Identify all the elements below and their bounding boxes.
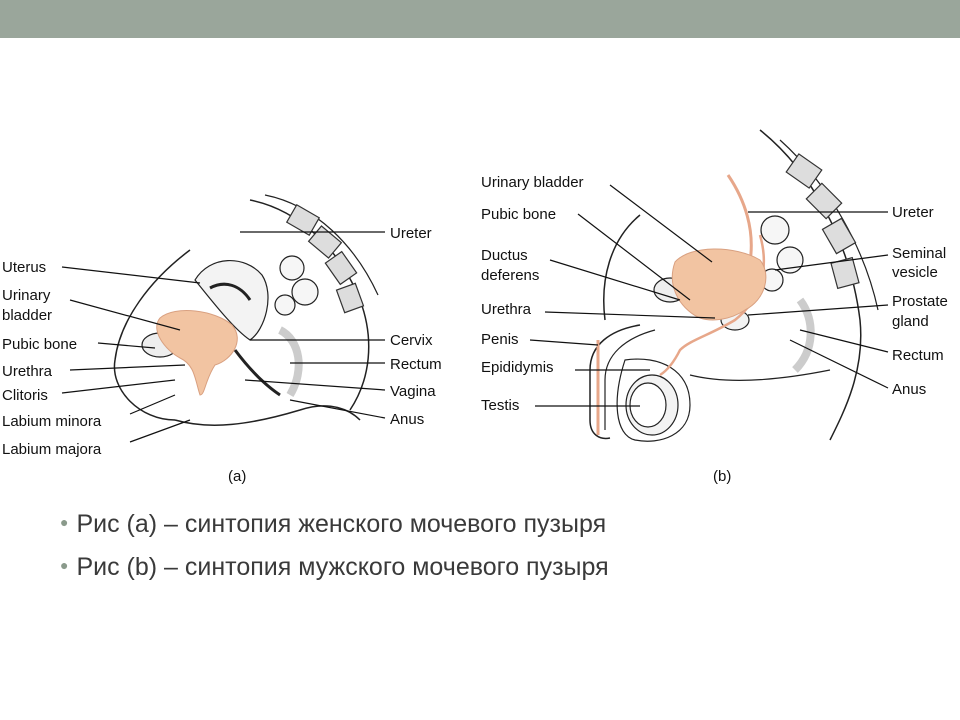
bullet-item-male: ● Рис (b) – синтопия мужского мочевого п… xyxy=(60,553,920,582)
label-b-urinary-bladder: Urinary bladder xyxy=(481,174,584,191)
label-a-vagina: Vagina xyxy=(390,383,436,400)
female-pelvis-illustration xyxy=(113,194,379,426)
label-b-urethra: Urethra xyxy=(481,301,532,318)
label-b-prostate-gland-2: gland xyxy=(892,313,929,330)
label-b-epididymis: Epididymis xyxy=(481,359,554,376)
label-a-cervix: Cervix xyxy=(390,332,433,349)
male-ureter xyxy=(726,174,753,263)
label-b-penis: Penis xyxy=(481,331,519,348)
label-a-urinary-bladder-1: Urinary xyxy=(2,287,51,304)
bullet-icon: ● xyxy=(60,557,69,573)
label-a-ureter: Ureter xyxy=(390,225,432,242)
label-a-urethra: Urethra xyxy=(2,363,53,380)
female-urinary-bladder xyxy=(156,310,238,396)
label-a-labium-majora: Labium majora xyxy=(2,441,102,458)
label-a-uterus: Uterus xyxy=(2,259,46,276)
label-b-ductus-deferens-2: deferens xyxy=(481,267,539,284)
label-a-pubic-bone: Pubic bone xyxy=(2,336,77,353)
label-b-pubic-bone: Pubic bone xyxy=(481,206,556,223)
label-a-rectum: Rectum xyxy=(390,356,442,373)
bullet-list: ● Рис (a) – синтопия женского мочевого п… xyxy=(60,510,920,596)
label-b-seminal-vesicle-1: Seminal xyxy=(892,245,946,262)
label-b-ductus-deferens-1: Ductus xyxy=(481,247,528,264)
bullet-text-female: Рис (a) – синтопия женского мочевого пуз… xyxy=(76,510,607,538)
label-b-prostate-gland-1: Prostate xyxy=(892,293,948,310)
caption-a: (a) xyxy=(228,468,246,485)
label-b-testis: Testis xyxy=(481,397,519,414)
label-b-anus: Anus xyxy=(892,381,926,398)
label-b-rectum: Rectum xyxy=(892,347,944,364)
label-b-ureter: Ureter xyxy=(892,204,934,221)
caption-b: (b) xyxy=(713,468,731,485)
label-a-clitoris: Clitoris xyxy=(2,387,48,404)
label-a-urinary-bladder-2: bladder xyxy=(2,307,52,324)
bullet-item-female: ● Рис (a) – синтопия женского мочевого п… xyxy=(60,510,920,539)
bullet-icon: ● xyxy=(60,514,69,530)
male-urinary-bladder xyxy=(671,248,767,321)
anatomy-figure: Ureter Uterus Urinary bladder Pubic bone… xyxy=(2,129,948,485)
slide-header-bar xyxy=(0,0,960,38)
label-a-labium-minora: Labium minora xyxy=(2,413,102,430)
bullet-text-male: Рис (b) – синтопия мужского мочевого пуз… xyxy=(76,553,609,581)
label-b-seminal-vesicle-2: vesicle xyxy=(892,264,938,281)
label-a-anus: Anus xyxy=(390,411,424,428)
